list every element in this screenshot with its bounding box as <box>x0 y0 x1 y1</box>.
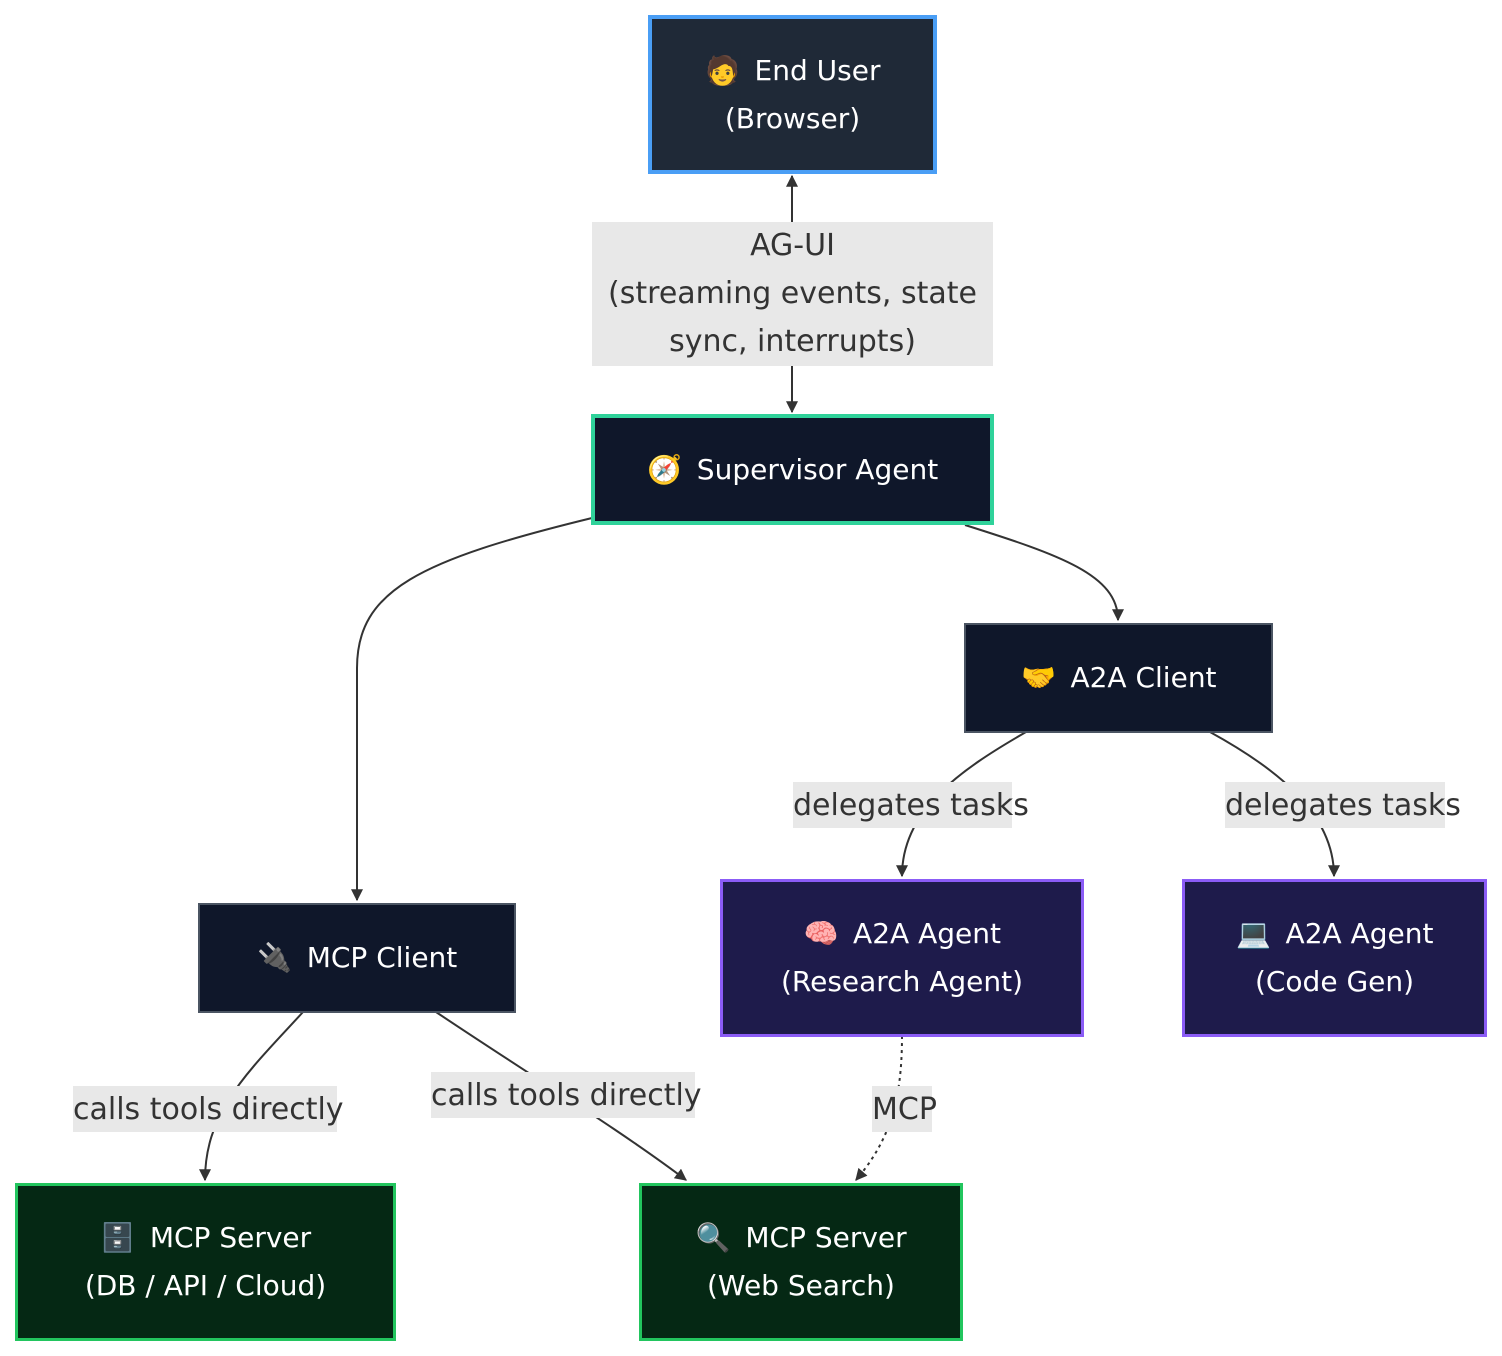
edge-research-search-mcp <box>855 1035 903 1181</box>
node-a2a-client-title: A2A Client <box>1070 661 1217 694</box>
edge-label-agui: AG-UI (streaming events, state sync, int… <box>592 222 993 366</box>
node-research-agent-subtitle: (Research Agent) <box>780 965 1024 998</box>
file-cabinet-icon: 🗄️ <box>100 1221 136 1254</box>
edge-label-delegates-codegen: delegates tasks <box>1225 782 1461 828</box>
magnifier-icon: 🔍 <box>695 1221 731 1254</box>
node-mcp-client-title: MCP Client <box>306 941 458 974</box>
edge-label-calls-db: calls tools directly <box>73 1086 344 1132</box>
node-codegen-agent: 💻 A2A Agent (Code Gen) <box>1182 879 1487 1037</box>
edge-label-mcp: MCP <box>872 1086 937 1132</box>
node-codegen-agent-title: A2A Agent <box>1285 917 1434 950</box>
plug-icon: 🔌 <box>257 941 293 974</box>
edge-label-text: calls tools directly <box>73 1092 344 1127</box>
node-search-server-subtitle: (Web Search) <box>706 1269 895 1302</box>
node-research-agent-title: A2A Agent <box>853 917 1001 950</box>
edge-label-text: calls tools directly <box>431 1078 702 1113</box>
node-search-server-title: MCP Server <box>745 1221 907 1254</box>
edge-label-calls-search: calls tools directly <box>431 1072 702 1118</box>
handshake-icon: 🤝 <box>1021 661 1056 694</box>
node-search-server: 🔍 MCP Server (Web Search) <box>639 1183 963 1341</box>
edge-label-text: delegates tasks <box>1225 788 1461 823</box>
node-end-user-title: End User <box>754 53 881 87</box>
node-mcp-client: 🔌 MCP Client <box>198 903 516 1013</box>
node-end-user-subtitle: (Browser) <box>724 101 861 135</box>
node-db-server-subtitle: (DB / API / Cloud) <box>84 1269 327 1302</box>
compass-icon: 🧭 <box>647 452 683 486</box>
laptop-icon: 💻 <box>1236 917 1271 950</box>
node-end-user: 🧑 End User (Browser) <box>648 15 937 174</box>
node-db-server: 🗄️ MCP Server (DB / API / Cloud) <box>15 1183 396 1341</box>
edge-label-agui-line1: AG-UI <box>750 228 835 263</box>
node-research-agent: 🧠 A2A Agent (Research Agent) <box>720 879 1084 1037</box>
edge-label-text: MCP <box>872 1092 937 1127</box>
node-supervisor-agent: 🧭 Supervisor Agent <box>591 414 994 525</box>
node-codegen-agent-subtitle: (Code Gen) <box>1254 965 1415 998</box>
edge-label-agui-line2: (streaming events, state <box>608 276 977 311</box>
node-db-server-title: MCP Server <box>149 1221 312 1254</box>
edge-supervisor-mcp-client <box>351 517 593 902</box>
brain-icon: 🧠 <box>803 917 839 950</box>
edge-label-delegates-research: delegates tasks <box>793 782 1029 828</box>
person-icon: 🧑 <box>705 53 740 87</box>
node-supervisor-title: Supervisor Agent <box>696 452 939 486</box>
node-a2a-client: 🤝 A2A Client <box>964 623 1273 733</box>
edge-supervisor-a2a-client <box>964 524 1124 622</box>
edge-label-text: delegates tasks <box>793 788 1029 823</box>
edge-label-agui-line3: sync, interrupts) <box>669 324 916 359</box>
